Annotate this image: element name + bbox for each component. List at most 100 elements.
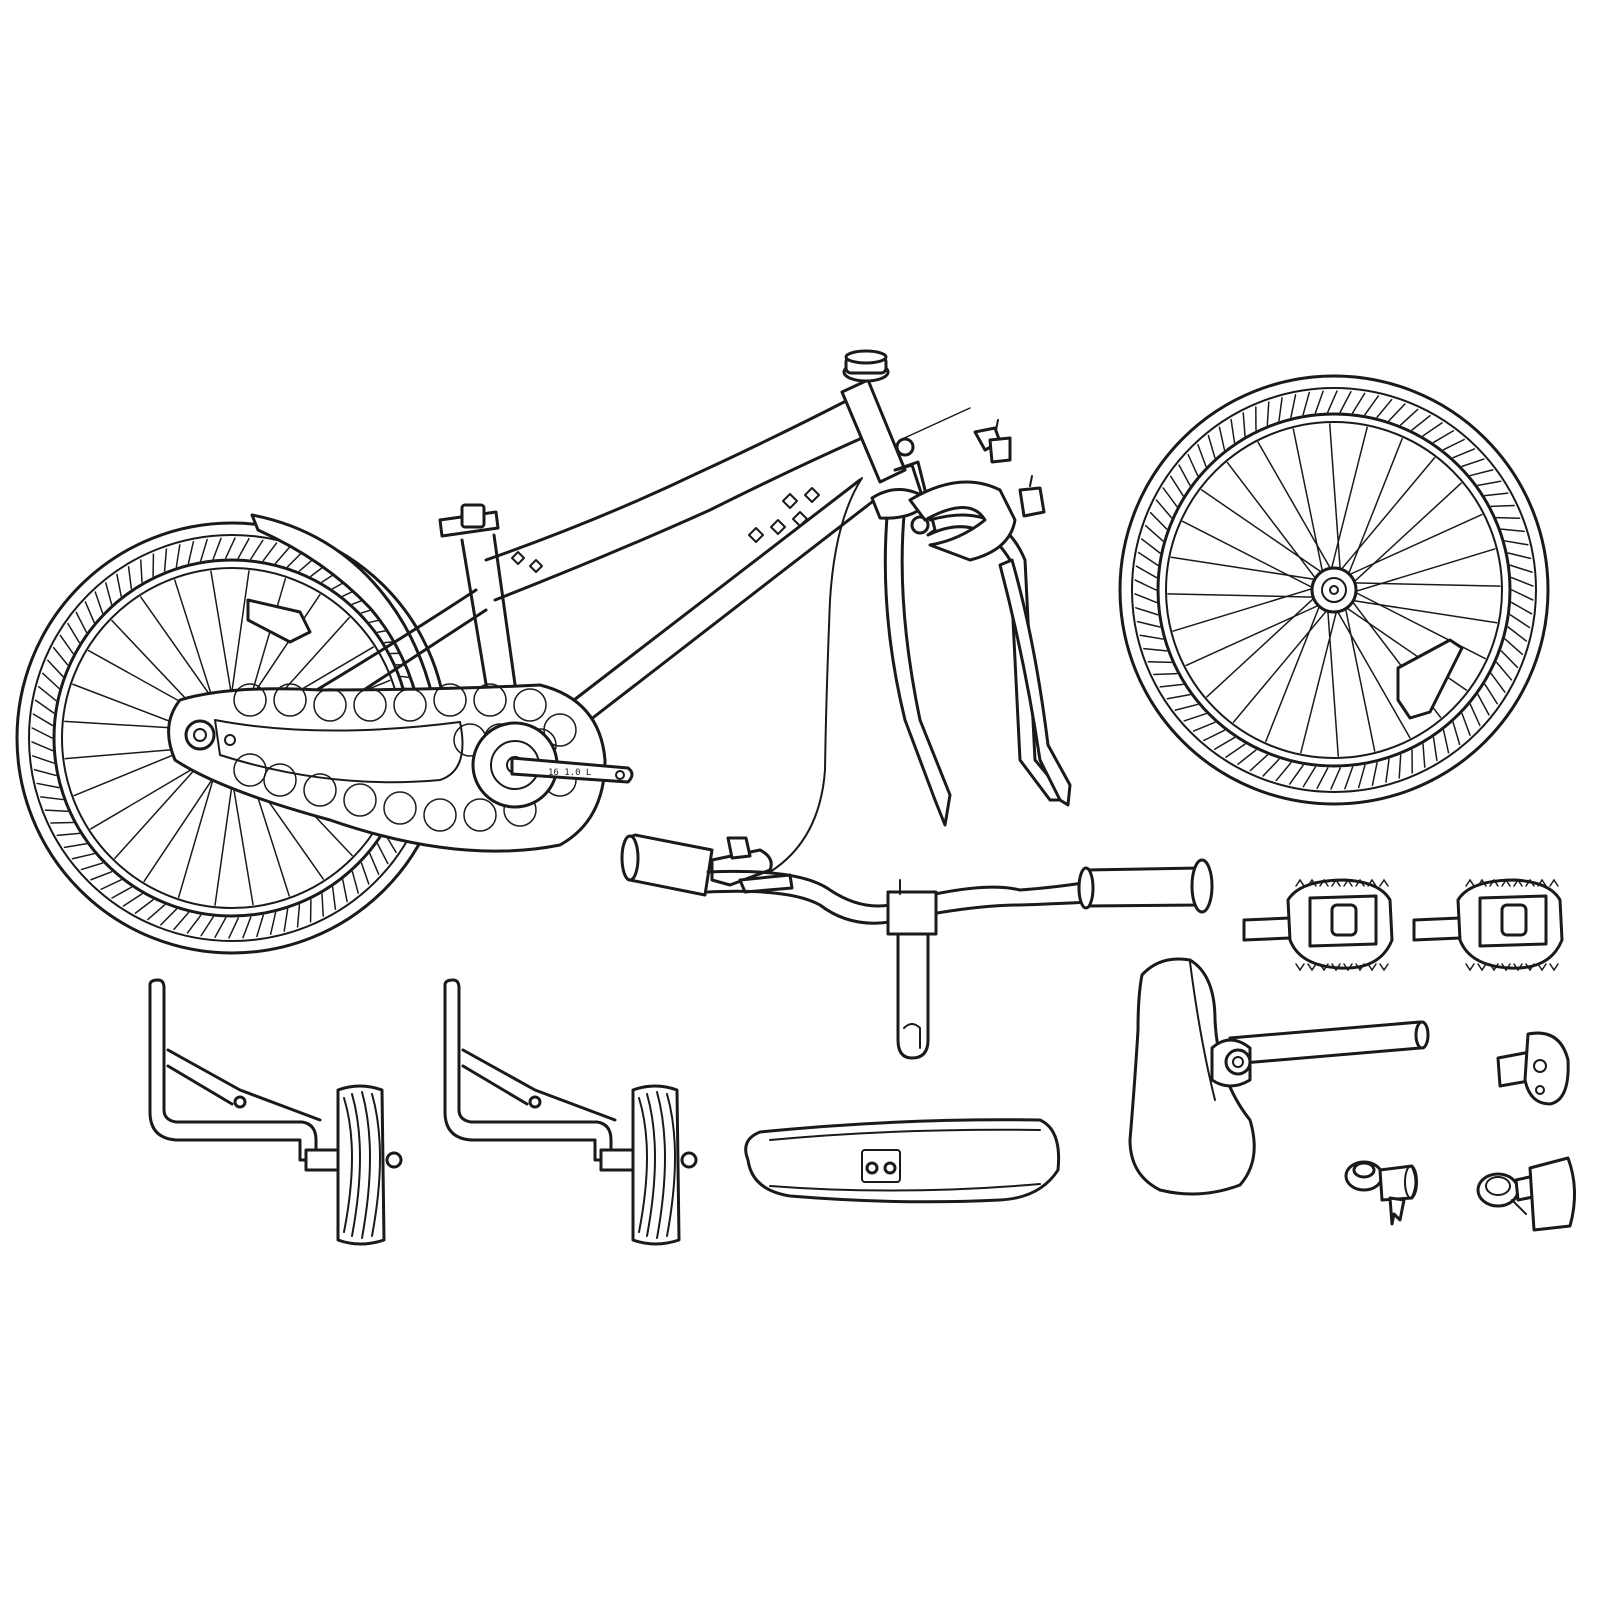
tread-mark: [80, 862, 104, 871]
tread-mark: [1490, 504, 1515, 508]
guard-pattern-circle: [233, 753, 267, 787]
frame-tubes: [298, 349, 907, 722]
guard-pattern-circle: [343, 783, 377, 817]
spoke: [1206, 593, 1320, 698]
tread-mark: [1136, 620, 1161, 628]
tread-mark: [1432, 430, 1455, 444]
pedal-tooth: [1465, 878, 1475, 887]
tread-mark: [100, 879, 122, 891]
spoke: [1265, 599, 1323, 743]
guard-pattern-circle: [513, 688, 547, 722]
pedal-tooth: [1525, 963, 1535, 972]
tread-mark: [33, 769, 57, 777]
tread-mark: [1242, 412, 1246, 437]
tread-mark: [1147, 661, 1173, 664]
pedal-tooth: [1513, 878, 1523, 887]
spoke: [1329, 423, 1342, 577]
tread-mark: [1364, 395, 1380, 416]
pedal-tooth: [1355, 963, 1365, 972]
spoke: [1336, 457, 1436, 576]
tread-mark: [116, 573, 122, 597]
tread-mark: [1155, 499, 1173, 519]
tread-mark: [1507, 626, 1528, 642]
tread-mark: [269, 911, 277, 935]
tread-mark: [1422, 422, 1443, 437]
tread-mark: [134, 899, 154, 914]
tread-mark: [1302, 766, 1317, 788]
tread-mark: [127, 566, 133, 590]
tread-mark: [186, 914, 202, 934]
tread-mark: [274, 545, 291, 565]
tread-mark: [1504, 638, 1524, 656]
tread-mark: [32, 713, 54, 727]
spoke: [1170, 556, 1323, 582]
tread-mark: [283, 908, 289, 932]
tread-mark: [111, 886, 133, 899]
tread-mark: [1339, 390, 1352, 413]
training-wheel-left: [148, 978, 403, 1246]
crank-arm: 16 1.0 L: [510, 756, 634, 784]
tread-mark: [237, 537, 250, 559]
tread-mark: [63, 843, 88, 849]
pedal-tooth: [1501, 878, 1511, 887]
front-wheel-spokes: [1167, 423, 1501, 757]
tread-mark: [1461, 712, 1471, 736]
guard-pattern-circle: [473, 683, 507, 717]
pedal-tooth: [1331, 963, 1341, 972]
guard-pattern-circle: [273, 683, 307, 717]
tread-mark: [228, 917, 240, 939]
tread-mark: [262, 542, 278, 562]
tread-mark: [1484, 683, 1499, 705]
tread-mark: [1316, 767, 1329, 790]
tread-mark: [1262, 758, 1280, 777]
tread-mark: [1490, 672, 1506, 693]
tread-mark: [1135, 565, 1158, 579]
tread-mark: [1477, 480, 1502, 487]
tread-mark: [1399, 408, 1419, 426]
tread-mark: [163, 548, 168, 572]
tread-mark: [160, 908, 178, 926]
tread-mark: [67, 622, 81, 644]
tread-mark: [1495, 516, 1521, 519]
front-fender: [744, 1118, 1061, 1204]
spoke: [1167, 593, 1321, 599]
spoke: [1172, 586, 1320, 632]
saddle-with-seatpost: [1128, 957, 1430, 1196]
pedal-tooth: [1343, 878, 1353, 887]
pedal-tooth: [1319, 963, 1329, 972]
tread-mark: [37, 685, 57, 702]
tread-mark: [31, 741, 54, 752]
tread-mark: [84, 601, 95, 624]
guard-pattern-circle: [543, 713, 577, 747]
training-wheel-right-tire: [631, 1084, 681, 1246]
tread-mark: [360, 862, 370, 885]
tread-mark: [105, 582, 113, 605]
pedal-tooth: [1343, 963, 1353, 972]
tread-mark: [56, 832, 81, 837]
frame-star-decals: [511, 487, 820, 573]
pedal-tooth: [1355, 878, 1365, 887]
front-wheel: [1118, 374, 1550, 806]
tread-mark: [1140, 538, 1161, 554]
guard-pattern-circle: [353, 688, 387, 722]
tread-mark: [32, 755, 55, 764]
tread-mark: [212, 537, 222, 560]
tread-mark: [1197, 444, 1207, 468]
spoke: [1300, 604, 1339, 754]
spoke: [1185, 601, 1326, 667]
pedal-tooth: [1307, 963, 1317, 972]
tread-mark: [1351, 392, 1366, 414]
spoke: [1342, 513, 1483, 579]
pedal-tooth: [1319, 878, 1329, 887]
tread-mark: [214, 917, 227, 939]
tread-mark: [1509, 614, 1531, 629]
tread-mark: [1192, 721, 1216, 732]
tread-mark: [1371, 761, 1378, 787]
tread-mark: [140, 559, 143, 583]
spoke: [1292, 428, 1325, 579]
tread-mark: [1178, 464, 1191, 487]
tread-mark: [1153, 672, 1178, 676]
tread-mark: [1511, 589, 1534, 601]
tread-mark: [1135, 607, 1159, 616]
